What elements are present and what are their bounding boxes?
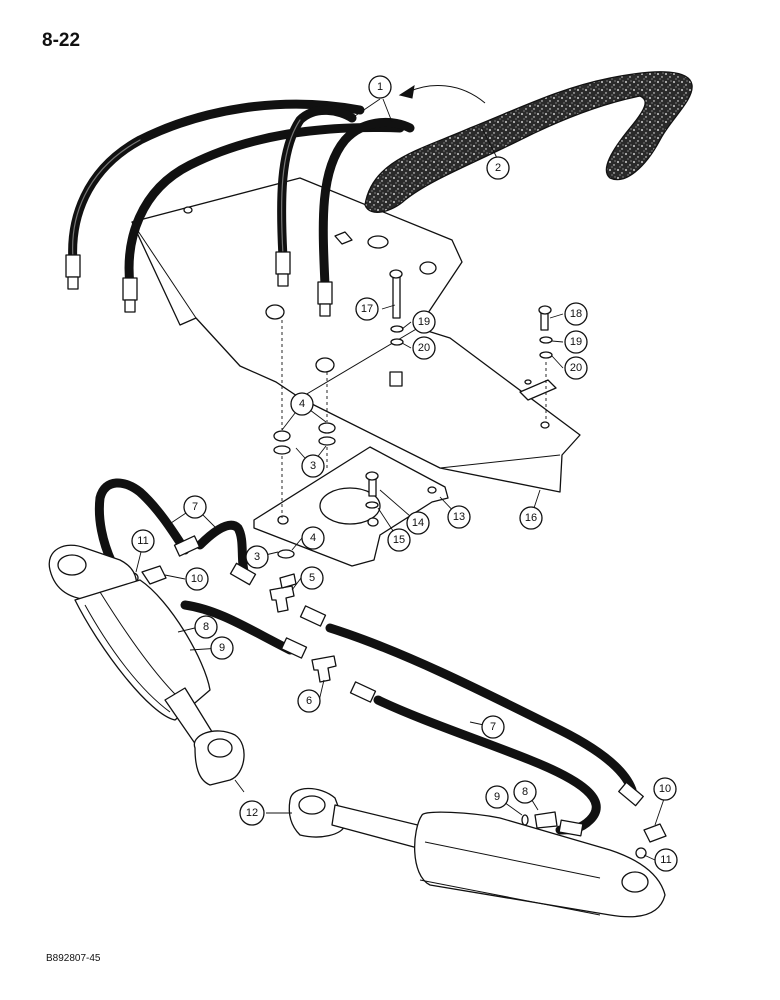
callout-19-left: 19 <box>412 310 436 334</box>
callout-11-right-label: 11 <box>660 854 671 866</box>
callout-3-upper: 3 <box>301 454 325 478</box>
callout-5: 5 <box>300 566 324 590</box>
callout-7-upper-label: 7 <box>192 501 198 513</box>
callout-18: 18 <box>564 302 588 326</box>
steering-cylinder-right <box>288 787 666 918</box>
callout-18-label: 18 <box>570 308 582 320</box>
callout-7-upper: 7 <box>183 495 207 519</box>
page-number: 8-22 <box>42 30 81 51</box>
callout-3-lower: 3 <box>245 545 269 569</box>
callout-2: 2 <box>486 156 510 180</box>
callout-15: 15 <box>387 528 411 552</box>
callout-7-lower: 7 <box>481 715 505 739</box>
callout-20-right: 20 <box>564 356 588 380</box>
valve-mount-plate <box>253 446 449 567</box>
callout-19-left-label: 19 <box>418 316 430 328</box>
steering-cylinder-left <box>48 544 245 786</box>
callout-10-left-label: 10 <box>191 573 203 585</box>
callout-16: 16 <box>519 506 543 530</box>
callout-19-right-label: 19 <box>570 336 582 348</box>
callout-20-right-label: 20 <box>570 362 582 374</box>
figure-code: B892807-45 <box>46 953 101 964</box>
plate-hardware <box>273 269 553 518</box>
callout-11-left: 11 <box>131 529 155 553</box>
callout-8-right-label: 8 <box>522 786 528 798</box>
callout-7-lower-label: 7 <box>490 721 496 733</box>
callout-3-upper-label: 3 <box>310 460 316 472</box>
mounting-plate <box>131 177 581 493</box>
callout-6-label: 6 <box>306 695 312 707</box>
callout-16-label: 16 <box>525 512 537 524</box>
callout-11-left-label: 11 <box>137 535 148 547</box>
callout-17: 17 <box>355 297 379 321</box>
callout-5-label: 5 <box>309 572 315 584</box>
callout-8-left-label: 8 <box>203 621 209 633</box>
callout-4-upper-label: 4 <box>299 398 305 410</box>
callout-14-label: 14 <box>412 517 424 529</box>
callout-12-label: 12 <box>246 807 258 819</box>
callout-4-lower: 4 <box>301 526 325 550</box>
callout-9-left-label: 9 <box>219 642 225 654</box>
callout-19-right: 19 <box>564 330 588 354</box>
callout-1-label: 1 <box>377 81 383 93</box>
callout-9-right: 9 <box>485 785 509 809</box>
callout-10-left: 10 <box>185 567 209 591</box>
callout-13: 13 <box>447 505 471 529</box>
direction-arrow <box>398 84 486 104</box>
callout-4-lower-label: 4 <box>310 532 316 544</box>
callout-8-left: 8 <box>194 615 218 639</box>
callout-20-left: 20 <box>412 336 436 360</box>
callout-10-right: 10 <box>653 777 677 801</box>
tee-fittings <box>127 549 667 859</box>
callout-13-label: 13 <box>453 511 465 523</box>
callout-8-right: 8 <box>513 780 537 804</box>
callout-2-label: 2 <box>495 162 501 174</box>
hose-fittings-upper <box>65 251 333 317</box>
hose-fittings-lower <box>173 535 644 837</box>
callout-10-right-label: 10 <box>659 783 671 795</box>
callout-6: 6 <box>297 689 321 713</box>
callout-14: 14 <box>406 511 430 535</box>
foam-sleeve <box>364 71 693 213</box>
callout-12: 12 <box>239 800 265 826</box>
callout-9-left: 9 <box>210 636 234 660</box>
callout-17-label: 17 <box>361 303 373 315</box>
callout-11-right: 11 <box>654 848 678 872</box>
callout-20-left-label: 20 <box>418 342 430 354</box>
callout-15-label: 15 <box>393 534 405 546</box>
callout-1: 1 <box>368 75 392 99</box>
callout-3-lower-label: 3 <box>254 551 260 563</box>
upper-hoses <box>68 99 415 290</box>
callout-9-right-label: 9 <box>494 791 500 803</box>
callout-4-upper: 4 <box>290 392 314 416</box>
